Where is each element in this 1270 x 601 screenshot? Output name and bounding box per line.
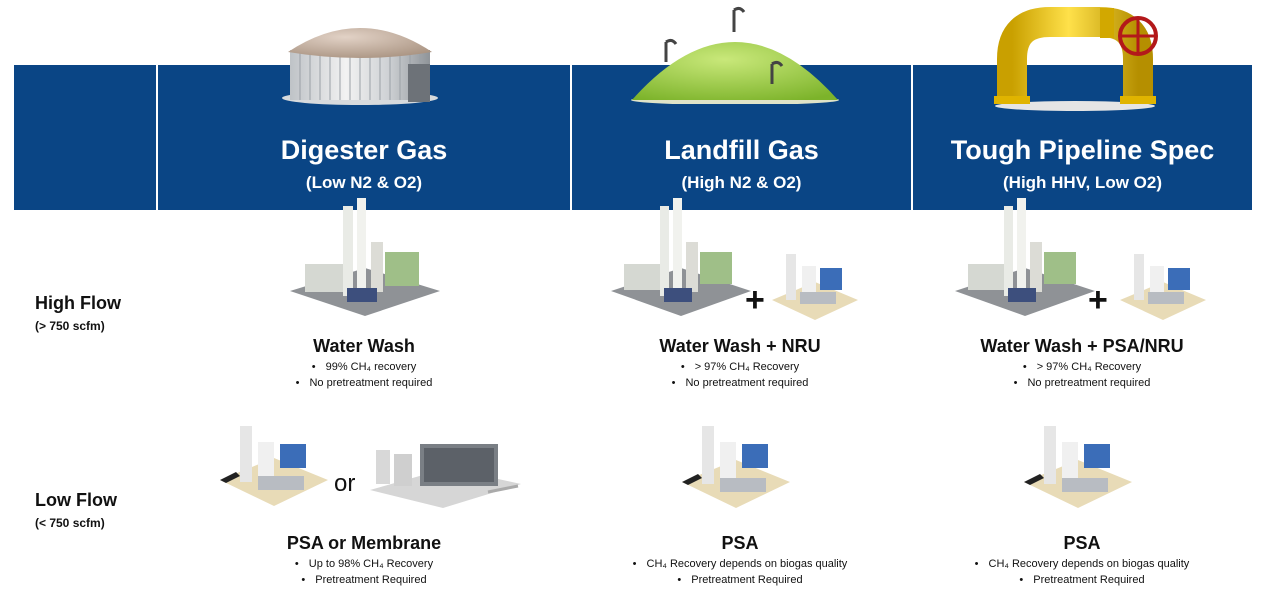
plus-sign: + xyxy=(1088,281,1108,319)
bullet-list: Up to 98% CH₄ Recovery Pretreatment Requ… xyxy=(214,556,514,588)
bullet-item: Up to 98% CH₄ Recovery xyxy=(214,556,514,572)
psa-nru-unit-icon xyxy=(1120,254,1206,320)
row-label-text: Low Flow xyxy=(35,490,117,510)
bullet-item: > 97% CH₄ Recovery xyxy=(932,359,1232,375)
bullet-item: Pretreatment Required xyxy=(214,572,514,588)
column-divider xyxy=(911,65,913,210)
row-sublabel-text: (< 750 scfm) xyxy=(35,516,105,530)
column-divider xyxy=(156,65,158,210)
membrane-unit-icon xyxy=(370,444,521,508)
bullet-list: 99% CH₄ recovery No pretreatment require… xyxy=(214,359,514,391)
bullet-item: 99% CH₄ recovery xyxy=(214,359,514,375)
column-subtitle-text: (High HHV, Low O2) xyxy=(1003,173,1162,192)
technology-name: Water Wash + PSA/NRU xyxy=(980,336,1184,356)
psa-unit-icon xyxy=(682,426,790,508)
nru-unit-icon xyxy=(772,254,858,320)
low-flow-cell-pipeline: PSA CH₄ Recovery depends on biogas quali… xyxy=(932,532,1232,588)
psa-unit-icon xyxy=(1024,426,1132,508)
water-wash-plant-icon xyxy=(611,198,751,316)
landfill-mound-icon xyxy=(631,6,839,104)
technology-name: PSA xyxy=(1063,533,1101,553)
row-sublabel-text: (> 750 scfm) xyxy=(35,319,105,333)
column-subtitle-text: (Low N2 & O2) xyxy=(305,173,423,192)
bullet-item: No pretreatment required xyxy=(932,375,1232,391)
bullet-item: CH₄ Recovery depends on biogas quality xyxy=(590,556,890,572)
psa-unit-icon xyxy=(220,426,328,506)
bullet-item: > 97% CH₄ Recovery xyxy=(590,359,890,375)
technology-name: Water Wash xyxy=(313,336,415,356)
column-title-landfill: Landfill Gas (High N2 & O2) xyxy=(572,134,911,194)
technology-name: PSA xyxy=(721,533,759,553)
low-flow-cell-digester: PSA or Membrane Up to 98% CH₄ Recovery P… xyxy=(214,532,514,588)
bullet-item: Pretreatment Required xyxy=(932,572,1232,588)
high-flow-cell-landfill: Water Wash + NRU > 97% CH₄ Recovery No p… xyxy=(590,335,890,391)
high-flow-cell-digester: Water Wash 99% CH₄ recovery No pretreatm… xyxy=(214,335,514,391)
bullet-item: No pretreatment required xyxy=(590,375,890,391)
bullet-list: > 97% CH₄ Recovery No pretreatment requi… xyxy=(932,359,1232,391)
header-band xyxy=(14,65,1252,210)
row-label-text: High Flow xyxy=(35,293,121,313)
low-flow-cell-landfill: PSA CH₄ Recovery depends on biogas quali… xyxy=(590,532,890,588)
bullet-item: CH₄ Recovery depends on biogas quality xyxy=(932,556,1232,572)
column-title-digester: Digester Gas (Low N2 & O2) xyxy=(184,134,544,194)
water-wash-plant-icon xyxy=(290,198,440,316)
technology-name: Water Wash + NRU xyxy=(659,336,821,356)
row-label-high-flow: High Flow (> 750 scfm) xyxy=(35,292,121,334)
technology-name: PSA or Membrane xyxy=(286,533,442,553)
bullet-list: CH₄ Recovery depends on biogas quality P… xyxy=(590,556,890,588)
bullet-list: CH₄ Recovery depends on biogas quality P… xyxy=(932,556,1232,588)
column-divider xyxy=(570,65,572,210)
column-subtitle-text: (High N2 & O2) xyxy=(681,173,802,192)
column-title-text: Digester Gas xyxy=(280,135,448,165)
plus-sign: + xyxy=(745,281,765,319)
bullet-list: > 97% CH₄ Recovery No pretreatment requi… xyxy=(590,359,890,391)
column-title-text: Landfill Gas xyxy=(664,135,819,165)
or-connector: or xyxy=(334,470,356,497)
column-title-pipeline: Tough Pipeline Spec (High HHV, Low O2) xyxy=(913,134,1252,194)
row-label-low-flow: Low Flow (< 750 scfm) xyxy=(35,489,117,531)
column-title-text: Tough Pipeline Spec xyxy=(950,135,1215,165)
bullet-item: No pretreatment required xyxy=(214,375,514,391)
digester-tank-icon xyxy=(282,28,438,105)
water-wash-plant-icon xyxy=(955,198,1095,316)
bullet-item: Pretreatment Required xyxy=(590,572,890,588)
high-flow-cell-pipeline: Water Wash + PSA/NRU > 97% CH₄ Recovery … xyxy=(932,335,1232,391)
pipeline-valve-icon xyxy=(994,7,1158,111)
